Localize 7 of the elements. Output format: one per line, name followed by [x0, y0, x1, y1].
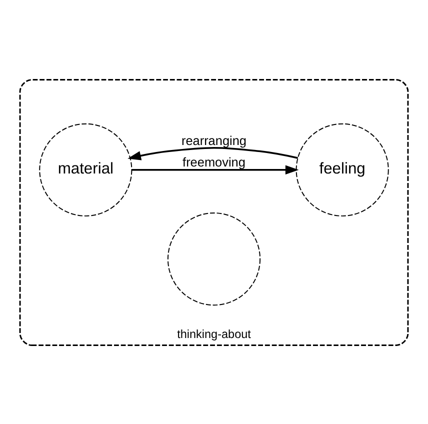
node-circle [167, 212, 261, 306]
node-circle: material [39, 122, 132, 216]
edge-label: rearranging [181, 132, 247, 148]
edge-label: freemoving [182, 154, 246, 169]
arrow [132, 164, 299, 174]
arrow [128, 146, 298, 160]
node-circle: feeling [296, 122, 389, 216]
